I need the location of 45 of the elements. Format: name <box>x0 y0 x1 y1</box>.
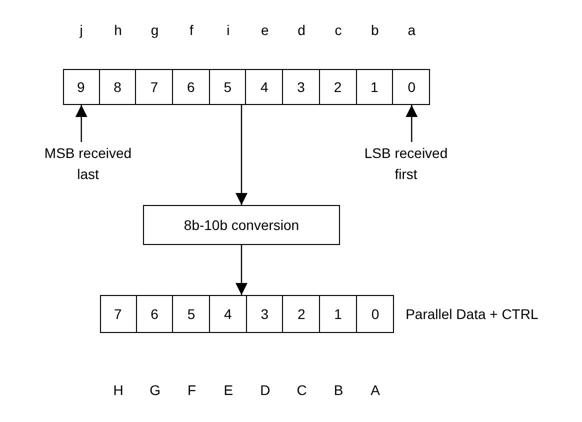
bit-label: G <box>150 381 160 400</box>
bit-cell: 4 <box>246 69 284 105</box>
note-text: LSB received first <box>363 144 449 184</box>
bit-label: d <box>298 21 306 40</box>
bit-label: H <box>113 381 124 400</box>
bit-cell: 4 <box>210 295 247 333</box>
bit-label: F <box>187 381 196 400</box>
bit-cell: 6 <box>173 69 210 105</box>
process-box: 8b-10b conversion <box>143 205 340 245</box>
bit-cell: 7 <box>136 69 174 105</box>
register-caption: Parallel Data + CTRL <box>406 305 538 324</box>
register-box <box>63 69 430 105</box>
bit-label: h <box>114 21 122 40</box>
bit-cell: 1 <box>356 69 394 105</box>
bit-label: j <box>80 21 83 40</box>
arrow <box>75 105 88 142</box>
arrow <box>406 105 418 142</box>
bit-cell: 0 <box>356 295 394 333</box>
bit-cell: 6 <box>136 295 174 333</box>
bit-label: e <box>260 21 269 40</box>
bit-label: a <box>408 21 416 40</box>
bit-label: C <box>296 381 307 400</box>
bit-label: g <box>150 21 159 40</box>
bit-cell: 2 <box>284 295 320 333</box>
bit-cell: 5 <box>210 69 246 105</box>
bit-cell: 3 <box>283 69 320 105</box>
bit-cell: 9 <box>63 69 100 105</box>
bit-cell: 0 <box>393 69 430 105</box>
bit-label: E <box>224 381 234 400</box>
arrow <box>236 105 248 205</box>
bit-label: B <box>334 381 344 400</box>
bit-label: A <box>370 381 380 400</box>
bit-label: D <box>260 381 270 400</box>
bit-cell: 3 <box>246 295 284 333</box>
bit-label: i <box>226 21 230 40</box>
bit-cell: 2 <box>320 69 357 105</box>
bit-cell: 5 <box>173 295 210 333</box>
bit-cell: 1 <box>320 295 357 333</box>
bit-label: b <box>371 21 379 40</box>
bit-cell: 7 <box>100 295 137 333</box>
arrow <box>236 245 248 295</box>
bit-label: f <box>190 21 194 40</box>
bit-cell: 8 <box>100 69 136 105</box>
bit-label: c <box>334 21 342 40</box>
note-text: MSB received last <box>43 144 133 184</box>
